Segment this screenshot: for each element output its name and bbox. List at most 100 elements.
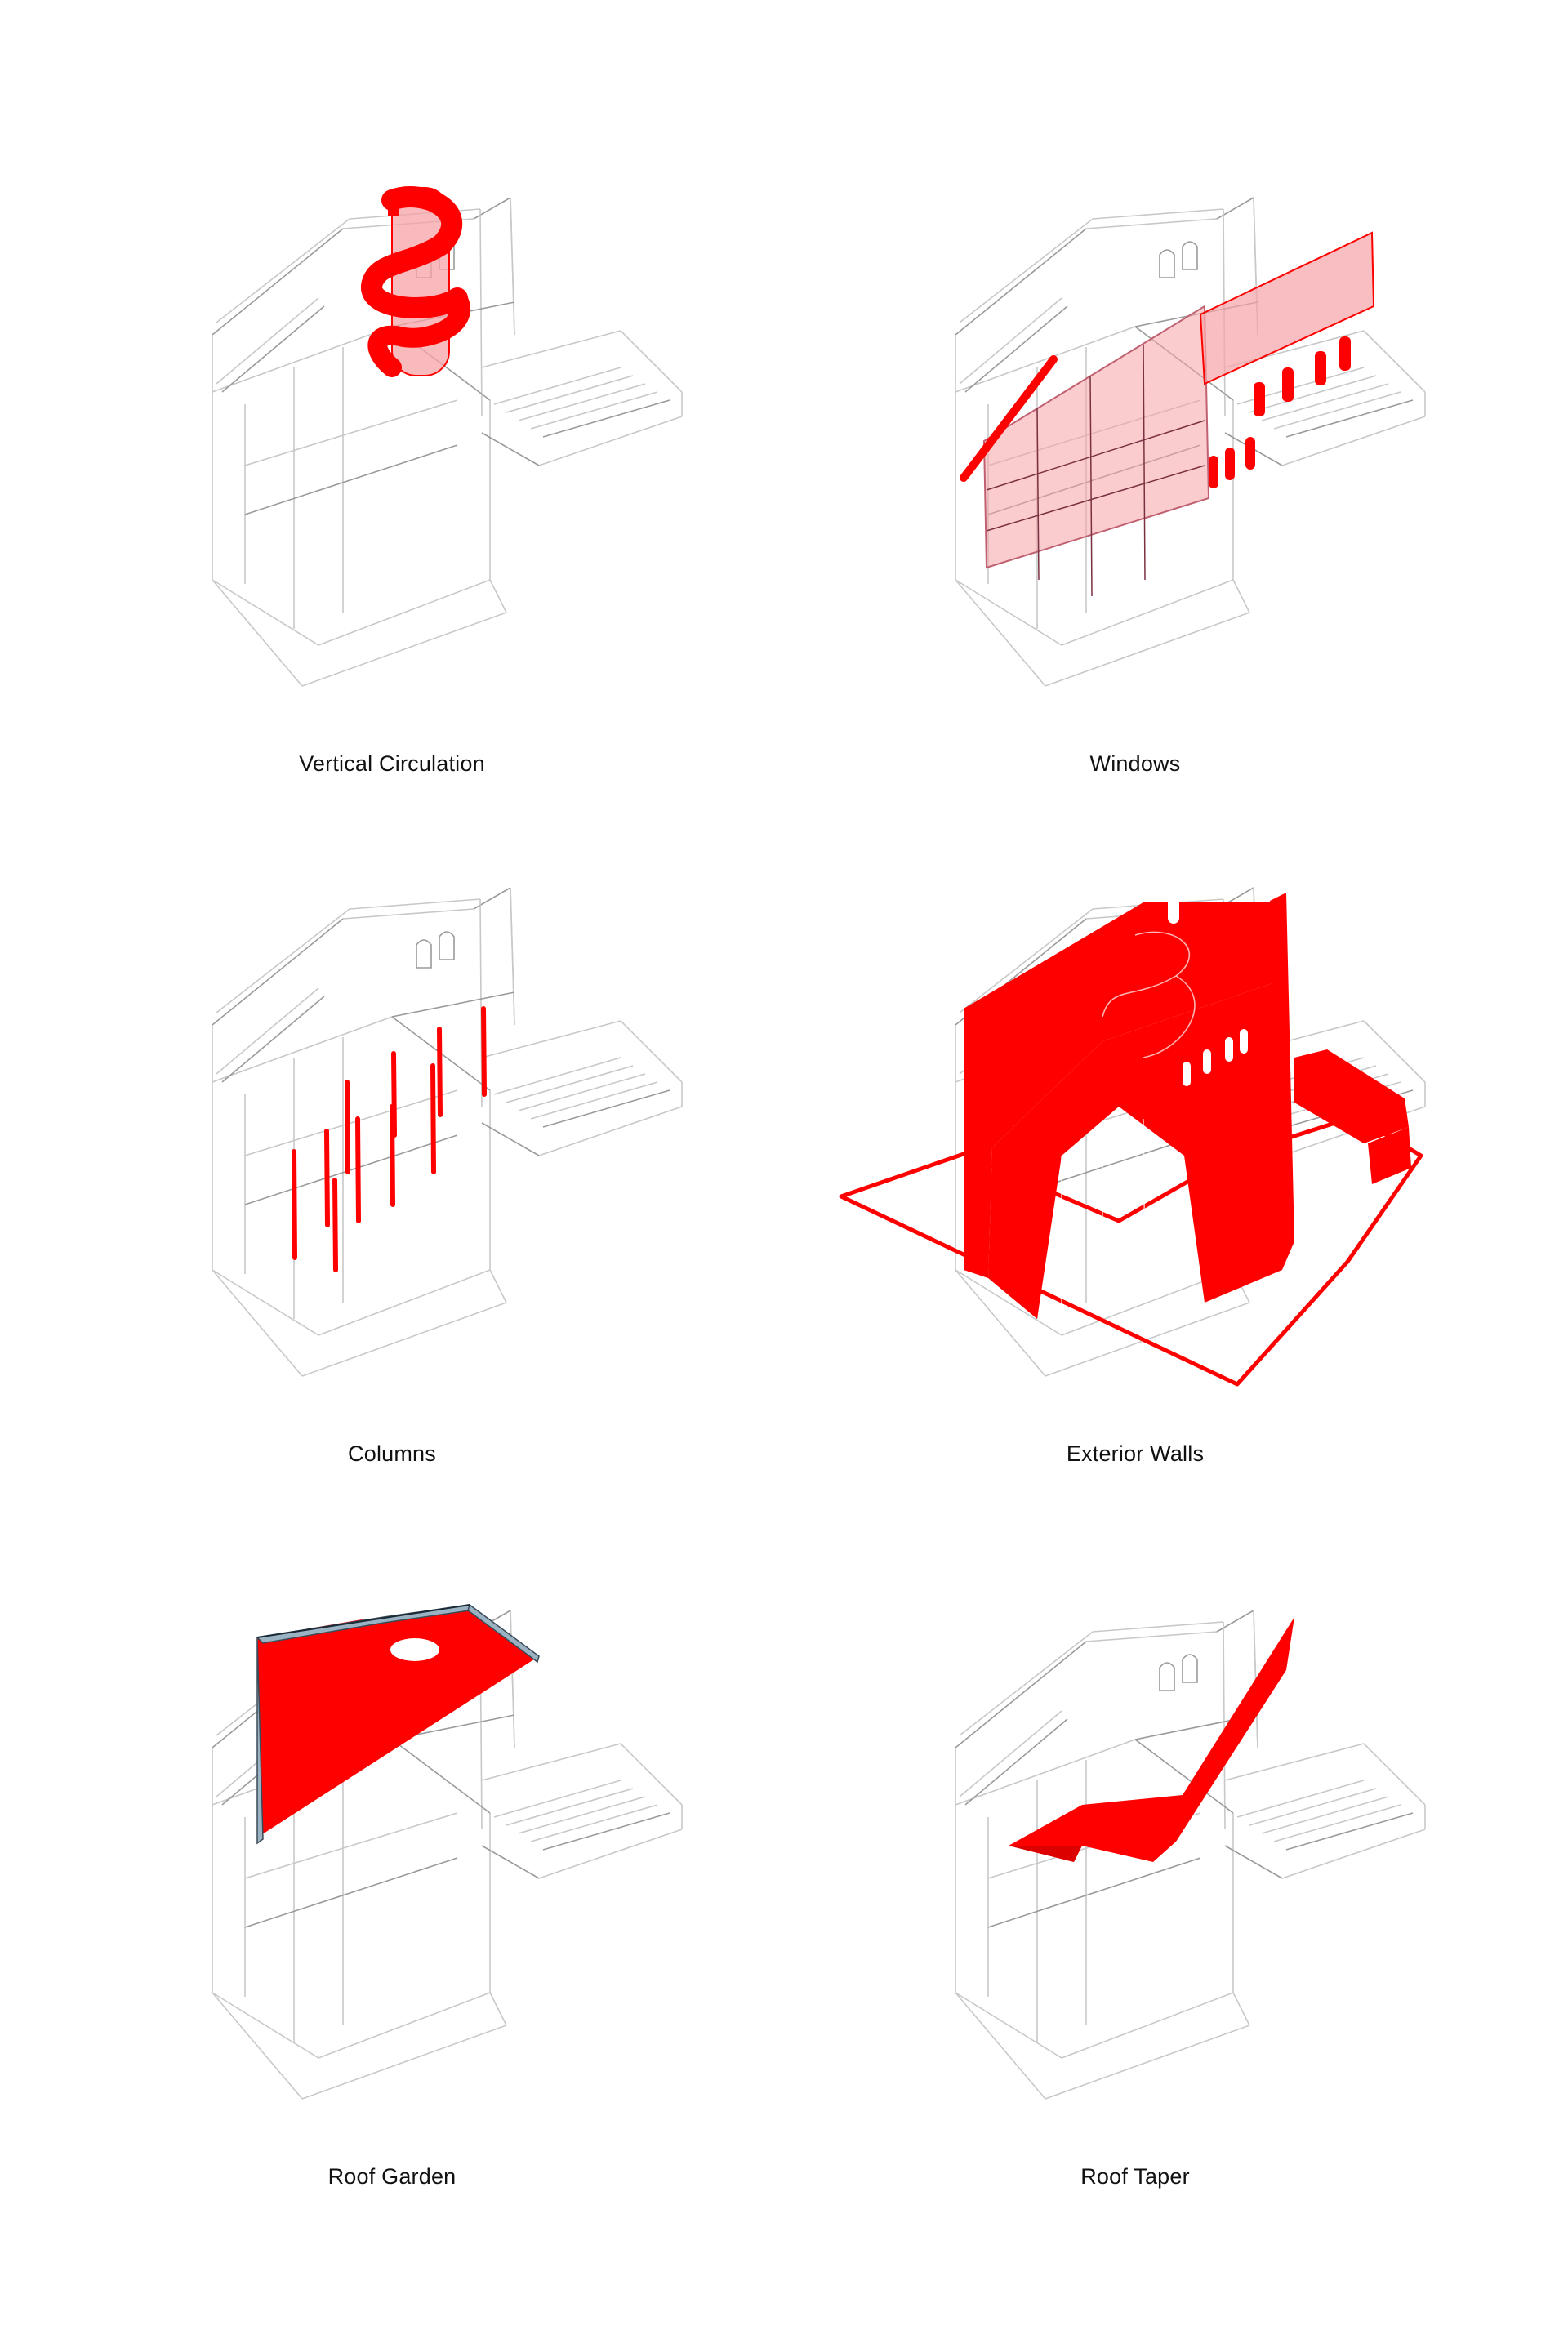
wireframe-line bbox=[493, 367, 621, 405]
diagram-caption: Windows bbox=[1089, 751, 1181, 776]
diagram-caption: Roof Garden bbox=[327, 2164, 457, 2189]
spiral-stair-highlight bbox=[361, 186, 470, 377]
wireframe-line bbox=[301, 612, 507, 687]
wireframe-line bbox=[1045, 1302, 1250, 1377]
columns-highlight bbox=[292, 1006, 487, 1272]
wireframe-line bbox=[1249, 1788, 1377, 1826]
wireframe-line bbox=[1232, 579, 1250, 613]
wireframe-line bbox=[349, 898, 481, 910]
arched-window-outline bbox=[416, 939, 432, 969]
diagram-columns: Columns bbox=[49, 813, 735, 1515]
arched-window-outline bbox=[1182, 1654, 1198, 1683]
wireframe-line bbox=[481, 330, 621, 368]
wireframe-line bbox=[212, 579, 303, 687]
wireframe-line bbox=[489, 579, 507, 613]
wireframe-line bbox=[538, 1106, 683, 1156]
wireframe-line bbox=[221, 305, 325, 393]
diagram-roof-garden: Roof Garden bbox=[49, 1535, 735, 2238]
wireframe-line bbox=[955, 1992, 1062, 2059]
arched-window-outline bbox=[439, 931, 455, 960]
wireframe-line bbox=[506, 1788, 634, 1826]
wireframe-line bbox=[1134, 1739, 1234, 1814]
axonometric-building-drawing bbox=[212, 887, 683, 1377]
wireframe-line bbox=[1273, 1804, 1401, 1842]
building-wireframe bbox=[955, 1610, 1426, 2100]
wireframe-line bbox=[244, 1134, 458, 1205]
wireframe-line bbox=[212, 1016, 393, 1083]
windows-highlight bbox=[960, 231, 1375, 597]
wireframe-line bbox=[955, 1269, 1046, 1377]
wireframe-line bbox=[489, 1992, 507, 2026]
exterior-walls-highlight bbox=[839, 893, 1423, 1387]
wireframe-line bbox=[244, 399, 458, 466]
wireframe-line bbox=[1223, 1621, 1226, 1830]
wireframe-line bbox=[481, 1122, 540, 1156]
axonometric-building-drawing bbox=[839, 887, 1426, 1387]
wireframe-line bbox=[518, 383, 646, 421]
wireframe-line bbox=[481, 1845, 540, 1879]
wireframe-line bbox=[212, 918, 344, 1026]
wireframe-line bbox=[955, 579, 1062, 646]
wireframe-line bbox=[538, 1829, 683, 1879]
wireframe-line bbox=[959, 218, 1094, 323]
wireframe-line bbox=[216, 987, 319, 1075]
wireframe-line bbox=[530, 1804, 658, 1842]
wireframe-line bbox=[1232, 1992, 1250, 2026]
wireframe-line bbox=[318, 1269, 491, 1336]
wireframe-line bbox=[481, 1020, 621, 1058]
wireframe-line bbox=[216, 297, 319, 385]
wireframe-line bbox=[1216, 1610, 1254, 1633]
wireframe-line bbox=[987, 1857, 1201, 1928]
wireframe-line bbox=[959, 908, 1094, 1013]
diagram-caption: Roof Taper bbox=[1080, 2164, 1190, 2189]
roof-taper-highlight bbox=[1009, 1617, 1294, 1862]
wireframe-line bbox=[342, 908, 474, 920]
wireframe-line bbox=[955, 1269, 1062, 1336]
wireframe-line bbox=[959, 1710, 1062, 1797]
wireframe-line bbox=[964, 305, 1068, 393]
wireframe-line bbox=[1224, 1743, 1365, 1781]
wireframe-line bbox=[479, 898, 483, 1107]
diagram-roof-taper: Roof Taper bbox=[792, 1535, 1478, 2238]
wireframe-line bbox=[1285, 1812, 1414, 1851]
wireframe-line bbox=[542, 1812, 670, 1851]
diagram-vertical-circulation: Vertical Circulation bbox=[49, 122, 735, 825]
wireframe-line bbox=[1249, 375, 1377, 413]
wireframe-line bbox=[244, 444, 458, 515]
axonometric-building-drawing bbox=[955, 1610, 1426, 2100]
wireframe-line bbox=[1216, 197, 1254, 220]
wireframe-line bbox=[212, 579, 319, 646]
wireframe-line bbox=[1085, 1631, 1218, 1642]
wireframe-line bbox=[959, 297, 1062, 385]
wireframe-line bbox=[542, 1089, 670, 1128]
wireframe-line bbox=[959, 1631, 1094, 1736]
diagram-caption: Columns bbox=[348, 1441, 436, 1466]
wireframe-line bbox=[1045, 612, 1250, 687]
wireframe-line bbox=[1236, 1780, 1365, 1818]
wireframe-line bbox=[481, 1743, 621, 1781]
wireframe-line bbox=[506, 375, 634, 413]
wireframe-line bbox=[1363, 330, 1426, 393]
wireframe-line bbox=[493, 1780, 621, 1818]
wireframe-line bbox=[1261, 383, 1389, 421]
wireframe-line bbox=[510, 887, 515, 1026]
axonometric-building-drawing bbox=[212, 186, 683, 687]
wireframe-line bbox=[620, 1743, 683, 1806]
wireframe-line bbox=[216, 908, 350, 1013]
diagram-caption: Vertical Circulation bbox=[299, 751, 485, 776]
wireframe-line bbox=[391, 991, 515, 1018]
axonometric-building-drawing bbox=[955, 197, 1426, 687]
wireframe-line bbox=[318, 1992, 491, 2059]
arched-window-outline bbox=[1159, 249, 1175, 278]
wireframe-line bbox=[530, 391, 658, 430]
wireframe-line bbox=[518, 1073, 646, 1111]
wireframe-line bbox=[212, 228, 344, 336]
wireframe-line bbox=[620, 330, 683, 393]
roof-garden-highlight bbox=[256, 1603, 540, 1845]
wireframe-line bbox=[244, 1812, 458, 1879]
wireframe-line bbox=[510, 197, 515, 336]
wireframe-line bbox=[955, 228, 1087, 336]
wireframe-line bbox=[244, 1089, 458, 1156]
wireframe-line bbox=[301, 1302, 507, 1377]
building-wireframe bbox=[212, 887, 683, 1377]
